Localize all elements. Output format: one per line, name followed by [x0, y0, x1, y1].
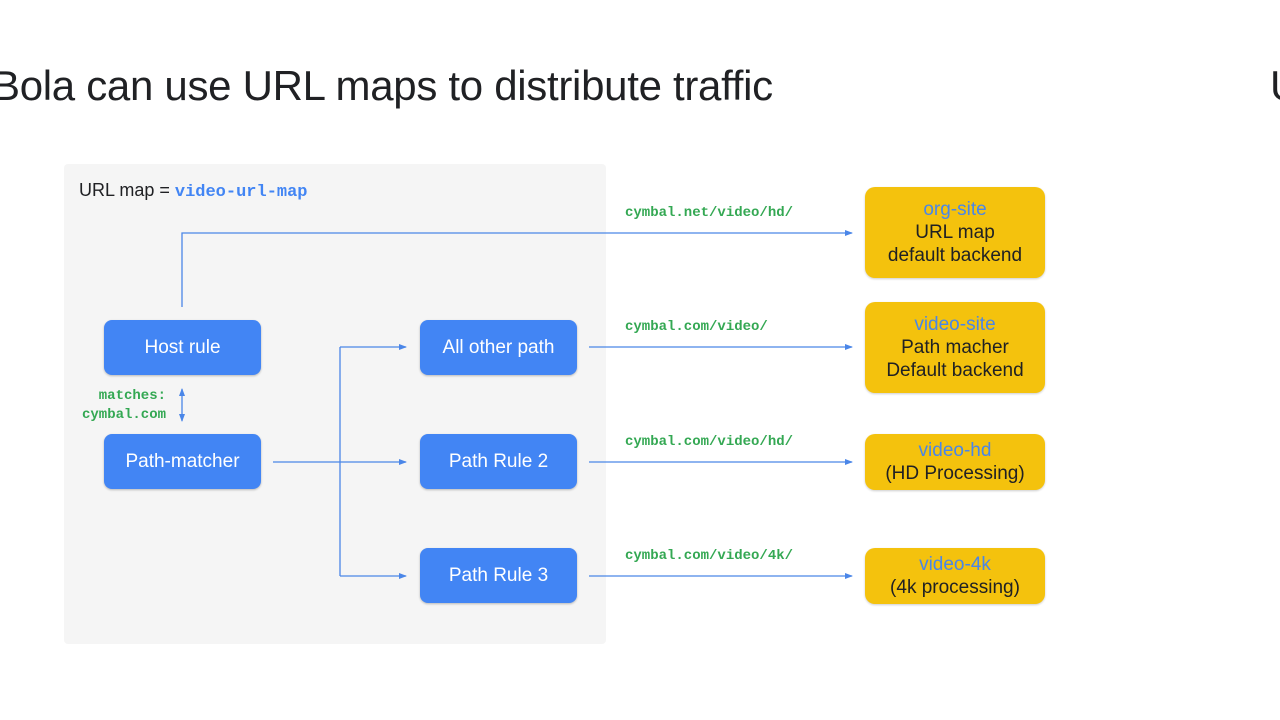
backend-org-site: org-site URL map default backend — [865, 187, 1045, 278]
next-slide-title-edge: U — [1270, 62, 1280, 110]
route-url-video-site: cymbal.com/video/ — [625, 319, 768, 335]
backend-org-site-line1: URL map — [915, 222, 995, 243]
backend-video-site-line1: Path macher — [901, 337, 1009, 358]
backend-org-site-line2: default backend — [887, 245, 1023, 266]
slide-title: Bola can use URL maps to distribute traf… — [0, 62, 773, 109]
arrow-host-to-org-site — [181, 230, 853, 307]
backend-video-4k-name: video-4k — [919, 554, 991, 575]
backend-video-hd-line1: (HD Processing) — [885, 463, 1025, 484]
url-map-name: video-url-map — [174, 183, 308, 202]
host-rule-node: Host rule — [104, 320, 261, 375]
route-url-video-4k: cymbal.com/video/4k/ — [625, 548, 794, 564]
matches-label: matches: — [98, 388, 166, 404]
backend-video-hd-name: video-hd — [918, 440, 992, 461]
backend-video-site-line2: Default backend — [886, 360, 1024, 381]
backend-video-4k: video-4k (4k processing) — [865, 548, 1045, 604]
route-url-video-hd: cymbal.com/video/hd/ — [625, 434, 794, 450]
path-rule-3-node: Path Rule 3 — [420, 548, 577, 603]
matches-annotation: matches: cymbal.com — [72, 387, 166, 425]
backend-video-site-name: video-site — [914, 314, 996, 335]
backend-video-4k-line1: (4k processing) — [890, 577, 1020, 598]
backend-video-site: video-site Path macher Default backend — [865, 302, 1045, 393]
url-map-label: URL map = video-url-map — [79, 180, 308, 202]
path-rule-2-node: Path Rule 2 — [420, 434, 577, 489]
backend-org-site-name: org-site — [923, 199, 987, 220]
route-url-org-site: cymbal.net/video/hd/ — [625, 205, 794, 221]
path-matcher-node: Path-matcher — [104, 434, 261, 489]
url-map-label-prefix: URL map = — [79, 180, 175, 200]
all-other-path-node: All other path — [420, 320, 577, 375]
matches-host: cymbal.com — [81, 407, 166, 423]
backend-video-hd: video-hd (HD Processing) — [865, 434, 1045, 490]
